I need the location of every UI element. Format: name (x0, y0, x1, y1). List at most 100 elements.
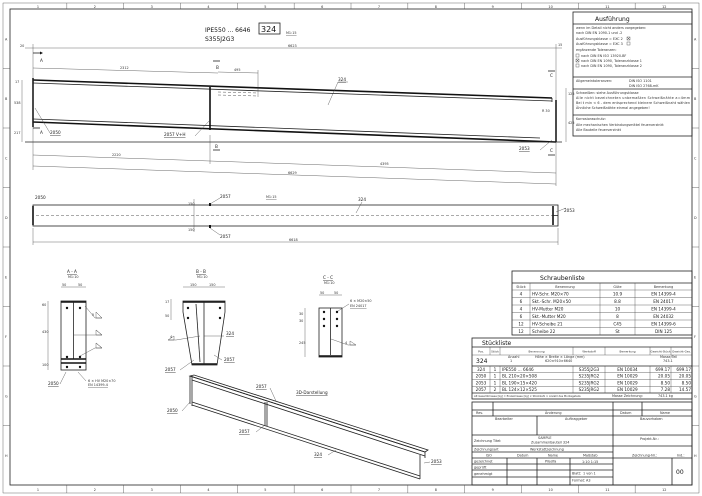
tb-sheet-label: Blatt: (572, 472, 581, 476)
section-aa-dim-bottom: 100 (42, 363, 48, 367)
tb-drawn-by: Pl&Ufa (545, 460, 556, 464)
parts-list-cell: S355J2G3 (579, 367, 600, 372)
section-mark-b: B B (213, 60, 220, 151)
3d-view-title: 3D-Darstellung (296, 390, 328, 395)
ruler-column-bottom: 2 (94, 488, 96, 492)
tb-rev: Rev. (476, 411, 483, 415)
tb-format-label: Format: (572, 479, 585, 483)
ruler-column-top: 12 (662, 5, 666, 9)
parts-list-cell: 20.05 (658, 374, 670, 379)
tb-format: A3 (586, 479, 590, 483)
exc2-checkbox[interactable] (626, 36, 631, 41)
assembly-count: 1 (510, 359, 512, 363)
tb-drawing-title-2: Zusammenbauteil 324 (531, 441, 569, 445)
parts-list-cell: S235JRG2 (579, 380, 600, 385)
ruler-column-bottom: 1 (37, 488, 39, 492)
ruler-column-bottom: 6 (321, 488, 323, 492)
checkmark-icon (575, 58, 580, 63)
checkmark-icon (626, 36, 631, 41)
tb-change: Änderung (545, 410, 562, 415)
execution-line2: nach DIN EN 1090-1 und -2 (576, 31, 622, 35)
label-stiffener: 2057 V+H (164, 132, 186, 137)
ruler-column-bottom: 5 (264, 488, 266, 492)
ruler-row-right: E (694, 275, 696, 279)
ruler-row-left: F (5, 335, 7, 339)
plan-scale: M1:15 (266, 195, 277, 199)
weld-symbol-icon (74, 305, 103, 357)
tol1-checkbox[interactable] (575, 53, 580, 58)
assembly-mass: 743.1 (663, 359, 673, 363)
section-bb-dim-s: 50 (165, 314, 169, 318)
ruler-column-bottom: 8 (435, 488, 437, 492)
3d-label-stiffener-top: 2057 (256, 384, 267, 389)
bolt-list-cell: 12 (518, 321, 524, 326)
assembly-pos: 324 (476, 358, 488, 365)
svg-text:A: A (40, 130, 43, 135)
tb-approved: genehmigt (474, 472, 493, 476)
parts-list-cell: 1 (494, 374, 497, 379)
parts-list-cell: BL 190×15×420 (502, 380, 537, 385)
svg-text:C: C (550, 73, 553, 78)
dim-to-stiffener: 2312 (120, 66, 129, 70)
ruler-column-bottom: 10 (548, 488, 552, 492)
ruler-column-top: 5 (264, 5, 266, 9)
section-bb-label-right: 2057 (224, 357, 235, 362)
tol3-checkbox[interactable] (575, 63, 580, 68)
ruler-column-top: 3 (151, 5, 153, 9)
ruler-row-right: C (694, 156, 697, 160)
bolt-list-header: Güte (613, 285, 621, 289)
exc2-label: Ausführungsklasse = EXC 2 (576, 37, 623, 41)
section-c-c: C - C M1:10 50 50 30 30 245 6 × M20×50 E… (299, 275, 372, 358)
parts-list-cell: IPE550 ... 6646 (502, 367, 534, 372)
bolt-list-header: Bemerkung (654, 285, 674, 289)
tb-drawn: gezeichnet (474, 460, 493, 464)
bolt-list-cell: 12 (518, 329, 524, 334)
dim-stiffener-gap: 495 (234, 68, 240, 72)
section-cc-note2: EN 24017 (350, 304, 367, 308)
bolt-list-cell: EN 24032 (653, 314, 674, 319)
dim-left-offset: 20 (20, 44, 24, 48)
svg-text:B: B (216, 65, 219, 70)
ruler-row-left: C (5, 156, 8, 160)
assembly-dims: 620×910×6640 (545, 359, 572, 363)
section-cc-weld: 4 (345, 341, 347, 345)
section-aa-scale: M1:10 (68, 275, 79, 279)
exc3-checkbox[interactable] (626, 41, 631, 46)
ruler-row-left: D (5, 216, 8, 220)
parts-list-table: Stückliste 324 Anzahl 1 Höhe × Breite × … (471, 337, 693, 400)
ruler-column-bottom: 3 (151, 488, 153, 492)
tol2-checkbox[interactable] (575, 58, 580, 63)
ruler-column-top: 9 (492, 5, 494, 9)
tb-project: Bauvorhaben (640, 417, 663, 421)
ruler-column-top: 1 (37, 5, 39, 9)
plan-dim-overall: 6618 (289, 238, 298, 242)
bolt-list-cell: 10 (615, 306, 621, 311)
bolt-list-cell: EN 14399-4 (651, 291, 676, 296)
3d-label-beam: 324 (314, 452, 322, 457)
parts-list-cell: 7.28 (661, 387, 671, 392)
plan-gap-bottom: 150 (188, 228, 194, 232)
parts-list-header: Pos. (478, 350, 484, 354)
dim-bottom-right: 4395 (380, 162, 389, 166)
bolt-list-cell: 4 (520, 291, 523, 296)
tb-date: Datum (620, 411, 632, 415)
ruler-column-bottom: 9 (492, 488, 494, 492)
bolt-list-cell: 8 (616, 314, 619, 319)
parts-list-cell: 2 (494, 387, 497, 392)
parts-list-cell: EN 10029 (617, 380, 638, 385)
tol1-label: nach DIN EN ISO 13920-BF (581, 54, 626, 58)
bolt-list-cell: Skt.-Mutter M20 (532, 314, 566, 319)
section-cc-dim-w2: 50 (334, 291, 338, 295)
section-a-a: A - A M1:10 50 50 60 430 100 5 2050 6 × … (42, 269, 116, 387)
bolt-list-header: Benennung (555, 285, 574, 289)
section-cc-dim-h3: 245 (299, 341, 305, 345)
dim-right-offset: 15 (558, 43, 562, 47)
ruler-column-bottom: 11 (605, 488, 609, 492)
section-aa-label: 2050 (48, 381, 59, 386)
parts-list-cell: S235JRG2 (579, 374, 600, 379)
ruler-row-right: B (694, 97, 697, 101)
bolt-list-cell: EN 24017 (653, 299, 674, 304)
ruler-row-left: A (5, 37, 8, 41)
corrosion-note-2: Alle Bauteile feuerverzinkt (576, 128, 622, 132)
